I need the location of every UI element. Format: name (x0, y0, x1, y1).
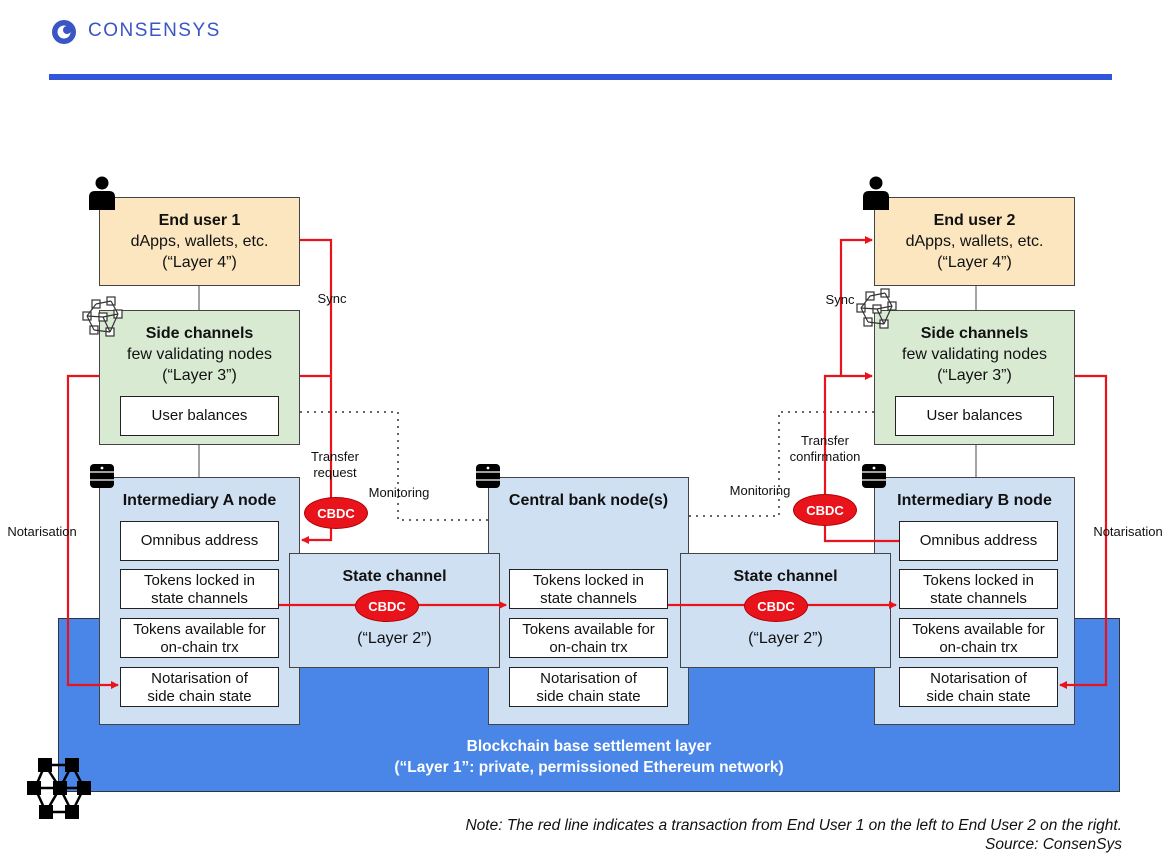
side-channels-left-desc: few validating nodes (127, 346, 272, 363)
end-user-2-title: End user 2 (933, 212, 1016, 229)
state-channel-right-box: State channel (“Layer 2”) (680, 553, 891, 668)
user-balances-right: User balances (895, 396, 1054, 436)
user-balances-left-label: User balances (151, 407, 248, 424)
intermediary-b-tokens-locked: Tokens locked in state channels (899, 569, 1058, 609)
end-user-2-desc: dApps, wallets, etc. (905, 233, 1044, 250)
side-channels-right-layer: (“Layer 3”) (937, 367, 1012, 384)
side-channels-left-layer: (“Layer 3”) (162, 367, 237, 384)
transfer-request-label-2: request (313, 465, 357, 480)
central-bank-tokens-available-line2: on-chain trx (549, 639, 628, 656)
intermediary-a-tokens-available: Tokens available for on-chain trx (120, 618, 279, 658)
central-bank-tokens-available: Tokens available for on-chain trx (509, 618, 668, 658)
notarisation-left-label: Notarisation (7, 524, 77, 539)
intermediary-b-notarisation: Notarisation of side chain state (899, 667, 1058, 707)
intermediary-b-notarisation-line1: Notarisation of (930, 670, 1027, 687)
central-bank-title: Central bank node(s) (508, 492, 669, 509)
central-bank-tokens-locked: Tokens locked in state channels (509, 569, 668, 609)
intermediary-a-tokens-locked-line1: Tokens locked in (144, 572, 255, 589)
cbdc-token-state-channel-left: CBDC (355, 590, 419, 622)
central-bank-notarisation-line1: Notarisation of (540, 670, 637, 687)
side-channels-left-title: Side channels (145, 325, 254, 342)
central-bank-notarisation-line2: side chain state (536, 688, 641, 705)
central-bank-tokens-available-line1: Tokens available for (522, 621, 655, 638)
end-user-1-title: End user 1 (158, 212, 241, 229)
intermediary-b-tokens-available-line2: on-chain trx (939, 639, 1018, 656)
central-bank-tokens-locked-line1: Tokens locked in (533, 572, 644, 589)
intermediary-a-tokens-available-line1: Tokens available for (133, 621, 266, 638)
user-balances-right-label: User balances (926, 407, 1023, 424)
intermediary-b-notarisation-line2: side chain state (926, 688, 1031, 705)
side-channels-right-title: Side channels (920, 325, 1029, 342)
transfer-confirmation-label-1: Transfer (801, 433, 849, 448)
end-user-1-box: End user 1 dApps, wallets, etc. (“Layer … (99, 197, 300, 286)
brand-logo-text: CONSENSYS (88, 20, 221, 41)
intermediary-a-tokens-locked: Tokens locked in state channels (120, 569, 279, 609)
consensys-logo-icon (52, 20, 76, 44)
intermediary-b-tokens-locked-line2: state channels (930, 590, 1027, 607)
cbdc-token-state-channel-right: CBDC (744, 590, 808, 622)
intermediary-a-notarisation: Notarisation of side chain state (120, 667, 279, 707)
sync-left-label: Sync (317, 291, 347, 306)
state-channel-right-title: State channel (733, 568, 838, 585)
intermediary-b-title: Intermediary B node (897, 492, 1052, 509)
state-channel-left-title: State channel (342, 568, 447, 585)
intermediary-a-notarisation-line2: side chain state (147, 688, 252, 705)
end-user-2-layer: (“Layer 4”) (937, 254, 1012, 271)
intermediary-a-tokens-available-line2: on-chain trx (160, 639, 239, 656)
sync-right-label: Sync (825, 292, 855, 307)
footnote-source: Source: ConsenSys (985, 836, 1122, 853)
intermediary-b-tokens-available: Tokens available for on-chain trx (899, 618, 1058, 658)
intermediary-b-tokens-available-line1: Tokens available for (912, 621, 1045, 638)
base-layer-title: Blockchain base settlement layer (466, 738, 712, 755)
central-bank-tokens-locked-line2: state channels (540, 590, 637, 607)
monitoring-left-label: Monitoring (368, 485, 430, 500)
transfer-confirmation-label-2: confirmation (789, 449, 861, 464)
intermediary-a-title: Intermediary A node (122, 492, 277, 509)
header-rule (49, 74, 1112, 80)
cbdc-token-transfer-request: CBDC (304, 497, 368, 529)
intermediary-a-notarisation-line1: Notarisation of (151, 670, 248, 687)
base-layer-subtitle: (“Layer 1”: private, permissioned Ethere… (394, 759, 784, 776)
intermediary-a-omnibus-label: Omnibus address (140, 532, 259, 549)
intermediary-a-omnibus: Omnibus address (120, 521, 279, 561)
end-user-1-desc: dApps, wallets, etc. (130, 233, 269, 250)
state-channel-right-layer: (“Layer 2”) (748, 630, 823, 647)
end-user-2-box: End user 2 dApps, wallets, etc. (“Layer … (874, 197, 1075, 286)
intermediary-a-tokens-locked-line2: state channels (151, 590, 248, 607)
intermediary-b-omnibus: Omnibus address (899, 521, 1058, 561)
central-bank-notarisation: Notarisation of side chain state (509, 667, 668, 707)
monitoring-right-label: Monitoring (729, 483, 791, 498)
intermediary-b-omnibus-label: Omnibus address (919, 532, 1038, 549)
end-user-1-layer: (“Layer 4”) (162, 254, 237, 271)
user-balances-left: User balances (120, 396, 279, 436)
transfer-request-label-1: Transfer (311, 449, 359, 464)
intermediary-b-tokens-locked-line1: Tokens locked in (923, 572, 1034, 589)
state-channel-left-layer: (“Layer 2”) (357, 630, 432, 647)
side-channels-right-desc: few validating nodes (902, 346, 1047, 363)
notarisation-right-label: Notarisation (1093, 524, 1163, 539)
footnote-line-1: Note: The red line indicates a transacti… (465, 817, 1122, 834)
cbdc-token-transfer-confirmation: CBDC (793, 494, 857, 526)
